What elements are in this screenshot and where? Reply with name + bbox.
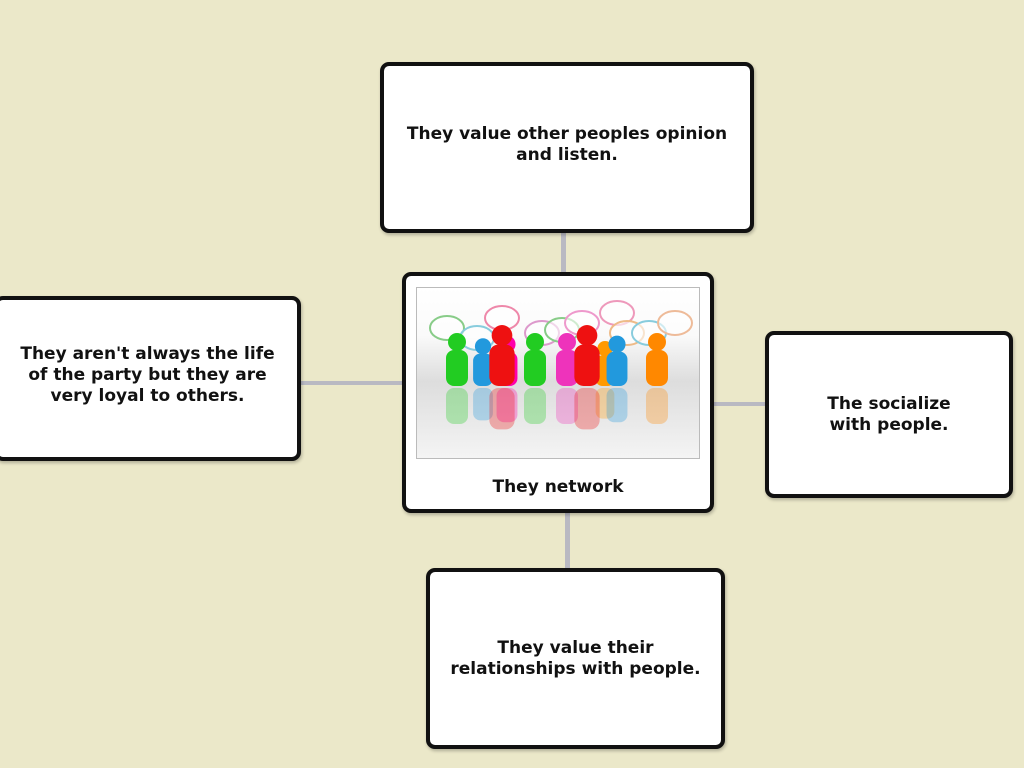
- connector-bottom: [565, 511, 570, 570]
- connector-top: [561, 230, 566, 274]
- node-bottom[interactable]: They value their relationships with peop…: [426, 568, 725, 749]
- node-center-label: They network: [492, 477, 624, 497]
- node-top[interactable]: They value other peoples opinion and lis…: [380, 62, 754, 233]
- person-figure-icon: [446, 333, 468, 424]
- node-right[interactable]: The socialize with people.: [765, 331, 1013, 498]
- connector-left: [298, 381, 404, 385]
- connector-right: [712, 402, 767, 406]
- node-bottom-text: They value their relationships with peop…: [450, 637, 701, 679]
- node-top-text: They value other peoples opinion and lis…: [406, 123, 728, 165]
- person-figure-icon: [556, 333, 578, 424]
- node-left-text: They aren't always the life of the party…: [20, 344, 275, 406]
- speech-bubble-icon: [657, 310, 693, 336]
- node-right-text: The socialize with people.: [827, 393, 951, 435]
- node-left[interactable]: They aren't always the life of the party…: [0, 296, 301, 461]
- person-figure-icon: [646, 333, 668, 424]
- person-figure-icon: [524, 333, 546, 424]
- node-center[interactable]: They network: [402, 272, 714, 513]
- person-figure-icon: [606, 335, 628, 423]
- people-network-image: [416, 287, 700, 459]
- person-figure-icon: [489, 325, 515, 430]
- person-figure-icon: [574, 325, 600, 430]
- person-figure-icon: [473, 338, 493, 421]
